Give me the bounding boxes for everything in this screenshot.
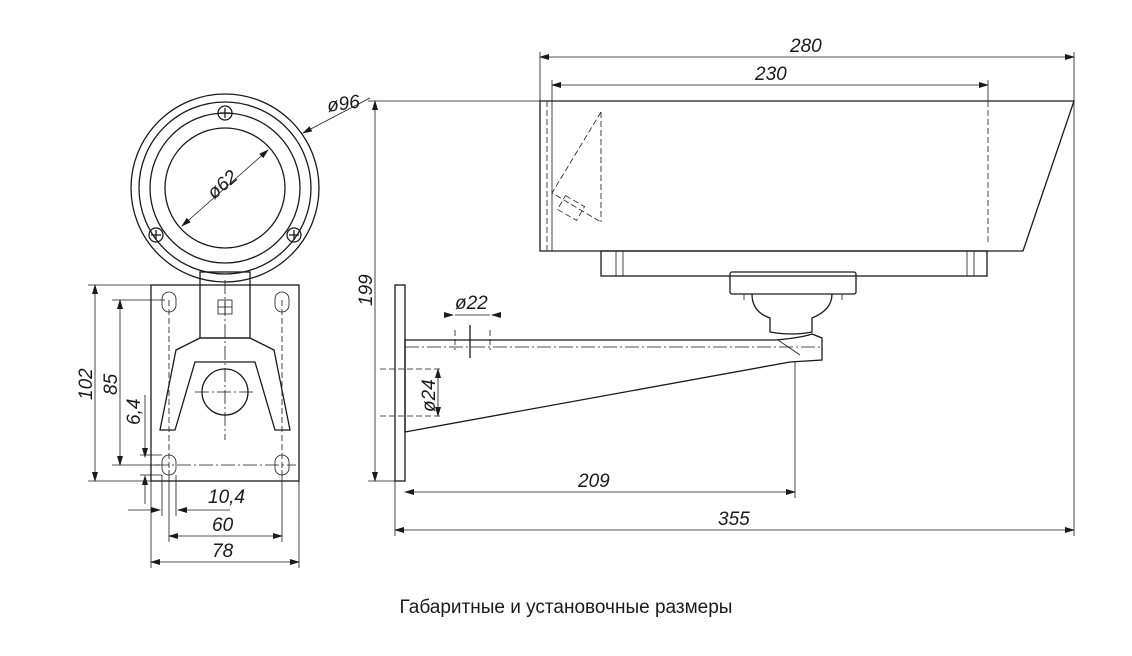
dim-w60: 60 <box>212 515 234 536</box>
dim-h199: 199 <box>356 274 377 306</box>
caption: Габаритные и установочные размеры <box>399 597 733 618</box>
dim-h64: 6,4 <box>124 399 145 425</box>
dim-w104: 10,4 <box>208 487 245 508</box>
dim-w280: 280 <box>789 36 822 57</box>
dim-d24: ø24 <box>419 379 440 412</box>
side-view: ø22 ø24 280 230 <box>356 36 1075 536</box>
swivel-head <box>729 271 857 295</box>
screw-top <box>217 105 233 121</box>
front-view: ø62 ø96 102 85 <box>76 92 371 568</box>
dim-w78: 78 <box>212 541 234 562</box>
screw-right <box>286 227 302 243</box>
mount-rail <box>600 250 988 277</box>
dim-h85: 85 <box>101 373 122 395</box>
dim-w355: 355 <box>718 509 750 530</box>
wall-plate <box>394 284 406 482</box>
dim-d96: ø96 <box>326 92 362 117</box>
support-arm <box>404 333 823 433</box>
screw-left <box>148 227 164 243</box>
dim-d62: ø62 <box>204 166 243 204</box>
dim-d22: ø22 <box>455 293 488 314</box>
dim-h102: 102 <box>76 368 97 400</box>
camera-housing <box>539 100 1075 252</box>
dim-w209: 209 <box>577 471 610 492</box>
dim-w230: 230 <box>754 64 787 85</box>
